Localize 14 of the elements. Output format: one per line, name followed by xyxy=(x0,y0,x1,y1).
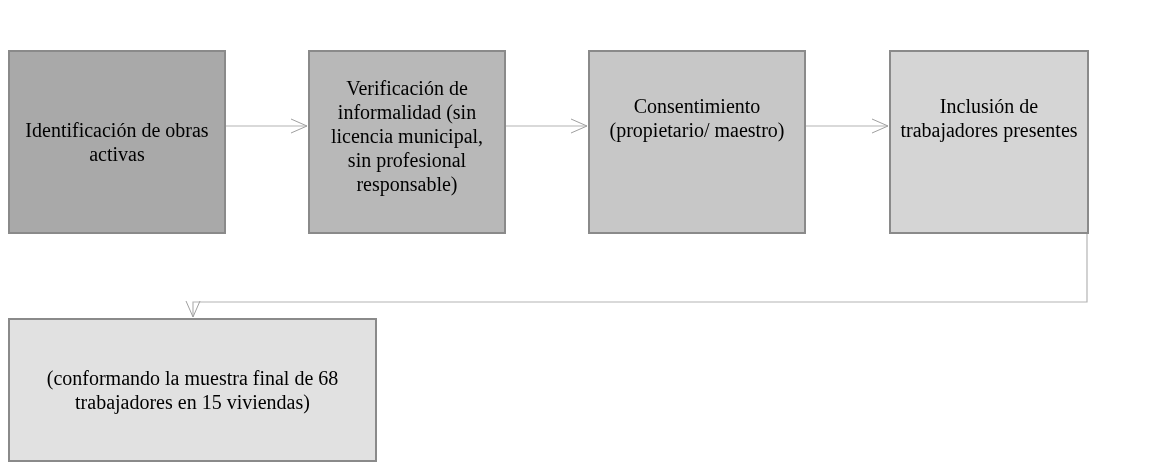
step-text: Consentimiento (propietario/ maestro) xyxy=(608,94,786,142)
step-text: (conformando la muestra final de 68 trabajadores en 15 viviendas) xyxy=(45,366,340,414)
arrow xyxy=(185,233,1088,318)
step-text: Identificación de obras activas xyxy=(24,118,210,166)
step-text: Verificación de informalidad (sin licencia municipal, sin profesional responsable) xyxy=(329,76,485,196)
process-box xyxy=(889,50,1089,234)
process-box xyxy=(8,50,226,234)
arrow xyxy=(805,118,889,134)
arrow xyxy=(225,118,308,134)
arrow xyxy=(505,118,588,134)
process-box xyxy=(8,318,377,462)
step-text: Inclusión de trabajadores presentes xyxy=(899,94,1079,142)
process-box xyxy=(308,50,506,234)
process-box xyxy=(588,50,806,234)
